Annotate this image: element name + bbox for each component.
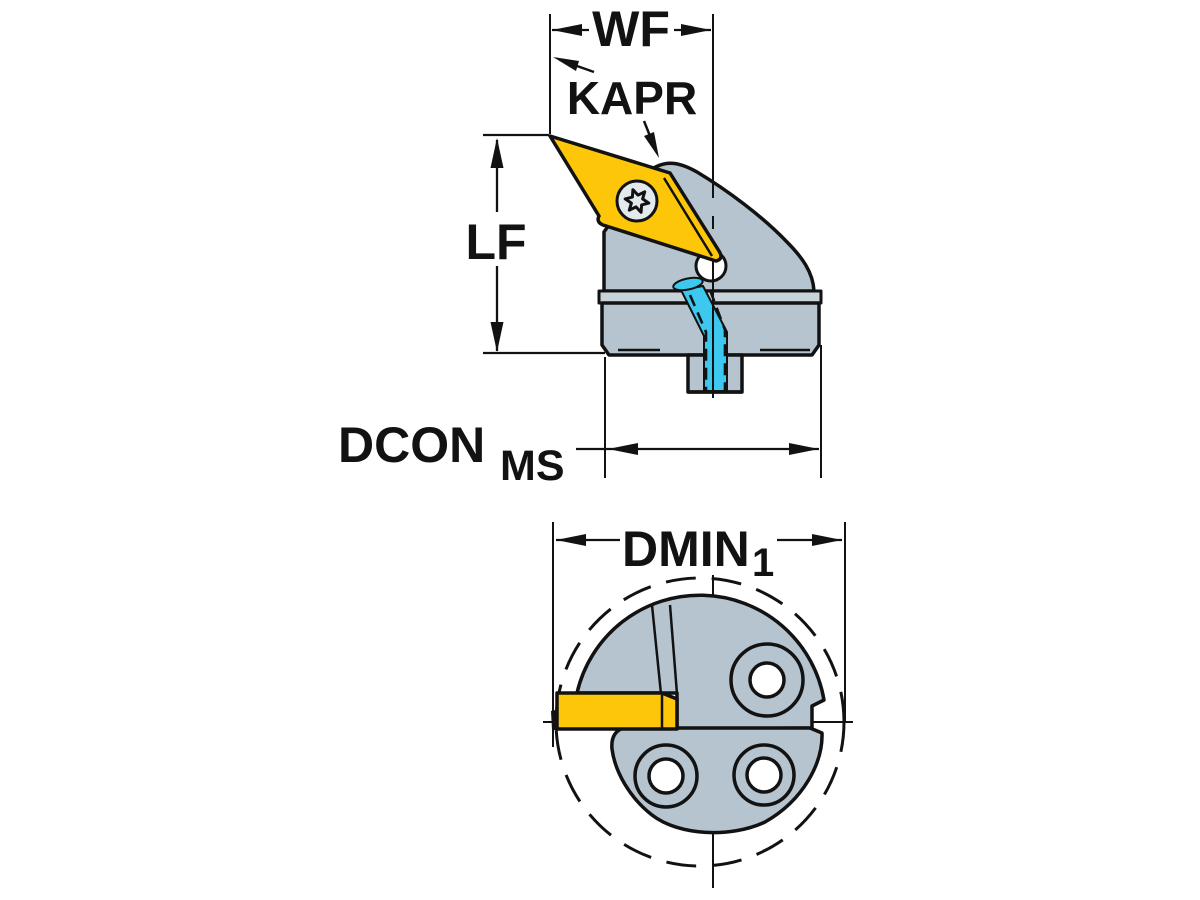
arrowhead [812,534,842,546]
dmin-subscript: 1 [752,541,774,585]
torx-screw-icon [615,179,659,223]
kapr-arrowhead [644,132,659,158]
coolant-inlet [672,276,704,292]
collar-lip [597,289,823,305]
dimension-wf: WF [549,1,711,134]
dcon-subscript: MS [500,442,565,490]
coolant-hidden-line [708,289,727,390]
arrowhead [608,443,638,455]
bolt-hole-upper-right [729,642,805,718]
insert-edge-line [662,177,714,257]
arrowhead [490,138,504,168]
bolt-hole-lower-right [732,743,796,807]
end-view: DMIN 1 [543,521,853,888]
arrowhead [490,322,504,352]
arrowhead [552,24,582,36]
dimension-dmin: DMIN 1 [552,521,846,747]
lf-label: LF [465,214,526,270]
dimension-dcon: DCON MS [338,345,822,490]
dcon-label: DCON [338,417,485,473]
side-view: WF KAPR LF DCON MS [338,1,823,490]
insert-end-view [555,691,679,731]
wf-label: WF [592,1,670,57]
coolant-hidden-line [688,294,708,390]
annotation-kapr: KAPR [553,57,697,158]
arrowhead [556,534,586,546]
arrowhead [681,24,711,36]
bolt-hole-lower-left [633,743,699,809]
kapr-arrowhead [553,57,579,71]
pocket-slot-line [650,604,663,695]
dimension-lf: LF [465,133,605,355]
arrowhead [789,443,819,455]
pocket-slot-line [668,604,679,695]
kapr-label: KAPR [567,72,697,124]
dmin-label: DMIN [622,521,750,577]
